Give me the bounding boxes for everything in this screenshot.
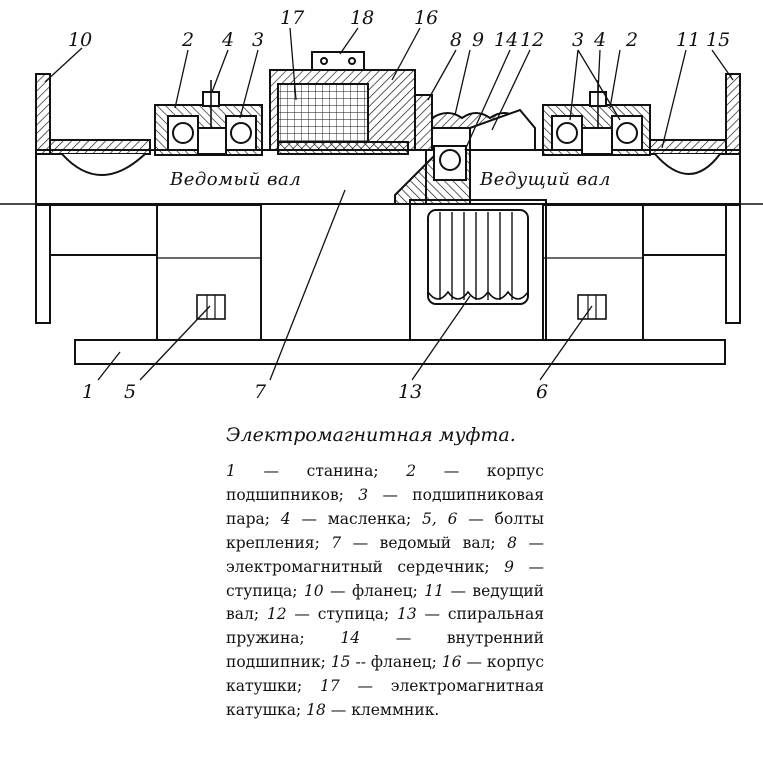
legend-item: 15 -- фланец; bbox=[330, 653, 437, 672]
label-18: 18 bbox=[350, 7, 374, 29]
label-13: 13 bbox=[398, 381, 422, 403]
label-8: 8 bbox=[450, 29, 462, 51]
inner-bearing-14 bbox=[433, 145, 467, 181]
figure-legend: 1 — станина; 2 — корпус подшипников; 3 —… bbox=[226, 460, 544, 723]
coupling-drawing: Ведомый вал Ведущий вал 10 2 4 3 17 18 1… bbox=[0, 7, 763, 403]
legend-item: 11 — ведущий вал; bbox=[226, 581, 544, 624]
label-2-right: 2 bbox=[625, 29, 638, 51]
bolt-6 bbox=[577, 294, 607, 320]
hub-12 bbox=[469, 108, 536, 151]
label-17: 17 bbox=[280, 7, 305, 29]
label-4-right: 4 bbox=[593, 29, 606, 51]
terminal-18 bbox=[311, 51, 365, 71]
bolt-5 bbox=[196, 294, 226, 320]
label-3-right: 3 bbox=[572, 29, 584, 51]
label-10: 10 bbox=[68, 29, 92, 51]
legend-item: 12 — ступица; bbox=[266, 605, 390, 624]
label-6: 6 bbox=[536, 381, 548, 403]
flange-10 bbox=[35, 73, 51, 155]
label-3-left: 3 bbox=[252, 29, 264, 51]
legend-item: 9 — ступица; bbox=[226, 557, 544, 600]
legend-item: 13 — спиральная пружина; bbox=[226, 605, 544, 648]
figure-caption: Электромагнитная муфта. bbox=[226, 424, 516, 446]
label-15: 15 bbox=[706, 29, 730, 51]
legend-item: 17 — электромагнитная катушка; bbox=[226, 677, 544, 720]
legend-item: 10 — фланец; bbox=[303, 581, 418, 600]
legend-item: 7 — ведомый вал; bbox=[331, 533, 496, 552]
legend-item: 18 — клеммник. bbox=[306, 701, 440, 720]
label-5: 5 bbox=[124, 381, 136, 403]
label-7: 7 bbox=[254, 381, 267, 403]
core-8 bbox=[414, 94, 433, 151]
legend-item: 8 — электромагнитный сердечник; bbox=[226, 533, 544, 576]
legend-item: 1 — станина; bbox=[226, 462, 379, 480]
flange-15 bbox=[725, 73, 741, 155]
legend-item: 2 — корпус подшипников; bbox=[226, 462, 544, 504]
label-2-left: 2 bbox=[181, 29, 194, 51]
driving-shaft-label: Ведущий вал bbox=[479, 169, 611, 190]
legend-item: 4 — масленка; bbox=[280, 509, 412, 528]
flange-right-lower bbox=[725, 204, 741, 324]
driven-shaft-label: Ведомый вал bbox=[169, 169, 301, 190]
label-12: 12 bbox=[520, 29, 544, 51]
label-11: 11 bbox=[676, 29, 700, 51]
spring-housing bbox=[409, 199, 547, 341]
coil-17 bbox=[277, 83, 369, 143]
legend-item: 14 — внутренний подшипник; bbox=[226, 629, 544, 672]
label-1: 1 bbox=[82, 381, 94, 403]
legend-item: 5, 6 — болты крепления; bbox=[226, 509, 544, 552]
legend-item: 16 — корпус катушки; bbox=[226, 653, 544, 696]
flange-left-lower bbox=[35, 204, 51, 324]
legend-item: 3 — подшипниковая пара; bbox=[226, 485, 544, 528]
label-14: 14 bbox=[494, 29, 518, 51]
frame-base bbox=[74, 339, 726, 365]
label-16: 16 bbox=[414, 7, 438, 29]
label-9: 9 bbox=[472, 29, 484, 51]
label-4-left: 4 bbox=[221, 29, 234, 51]
